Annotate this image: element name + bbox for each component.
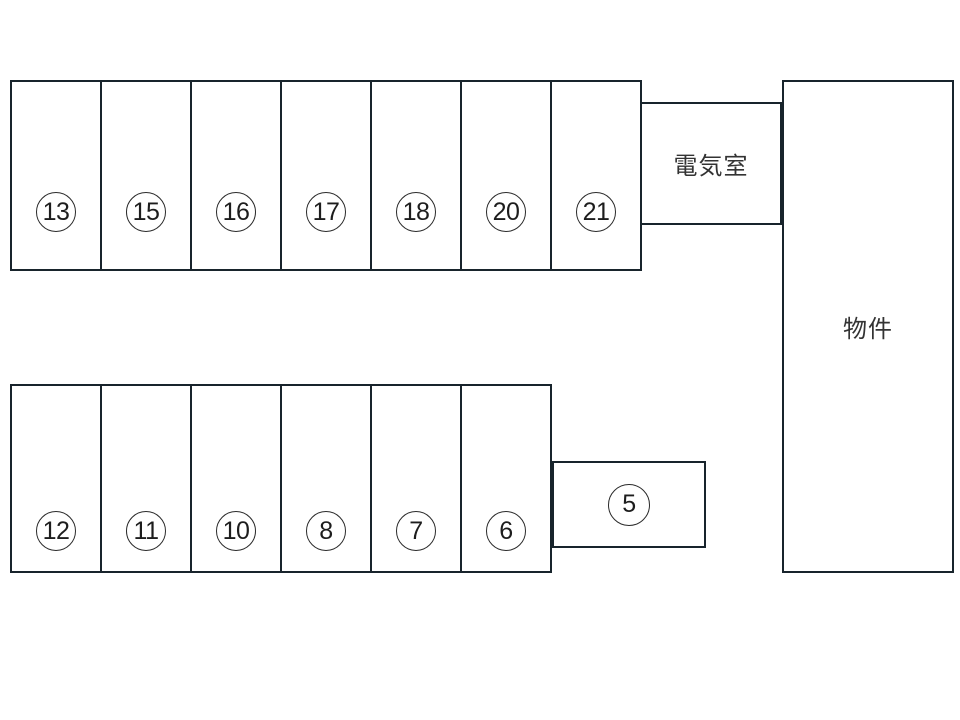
stall-8: 8 (282, 386, 372, 571)
electrical-room-label: 電気室 (673, 153, 749, 180)
stall-13: 13 (12, 82, 102, 269)
stall-18-number-circle: 18 (396, 192, 436, 232)
stall-17-number-circle: 17 (306, 192, 346, 232)
stall-6-number-circle: 6 (486, 511, 526, 551)
parking-row-bottom: 12 11 10 8 7 6 (10, 384, 552, 573)
stall-15: 15 (102, 82, 192, 269)
stall-7: 7 (372, 386, 462, 571)
property-building: 物件 (782, 80, 954, 573)
stall-10-number-circle: 10 (216, 511, 256, 551)
stall-13-number-circle: 13 (36, 192, 76, 232)
stall-11: 11 (102, 386, 192, 571)
stall-21: 21 (552, 82, 640, 269)
stall-20: 20 (462, 82, 552, 269)
stall-16: 16 (192, 82, 282, 269)
stall-17: 17 (282, 82, 372, 269)
stall-20-number-circle: 20 (486, 192, 526, 232)
stall-10: 10 (192, 386, 282, 571)
stall-7-number-circle: 7 (396, 511, 436, 551)
parking-row-top: 13 15 16 17 18 20 21 (10, 80, 642, 271)
stall-18: 18 (372, 82, 462, 269)
property-label: 物件 (843, 316, 893, 343)
stall-21-number-circle: 21 (576, 192, 616, 232)
stall-12-number-circle: 12 (36, 511, 76, 551)
stall-6: 6 (462, 386, 550, 571)
stall-15-number-circle: 15 (126, 192, 166, 232)
electrical-room: 電気室 (640, 102, 782, 225)
stall-16-number-circle: 16 (216, 192, 256, 232)
stall-12: 12 (12, 386, 102, 571)
stall-11-number-circle: 11 (126, 511, 166, 551)
stall-5-number-circle: 5 (608, 483, 650, 526)
stall-5: 5 (552, 461, 706, 548)
stall-8-number-circle: 8 (306, 511, 346, 551)
